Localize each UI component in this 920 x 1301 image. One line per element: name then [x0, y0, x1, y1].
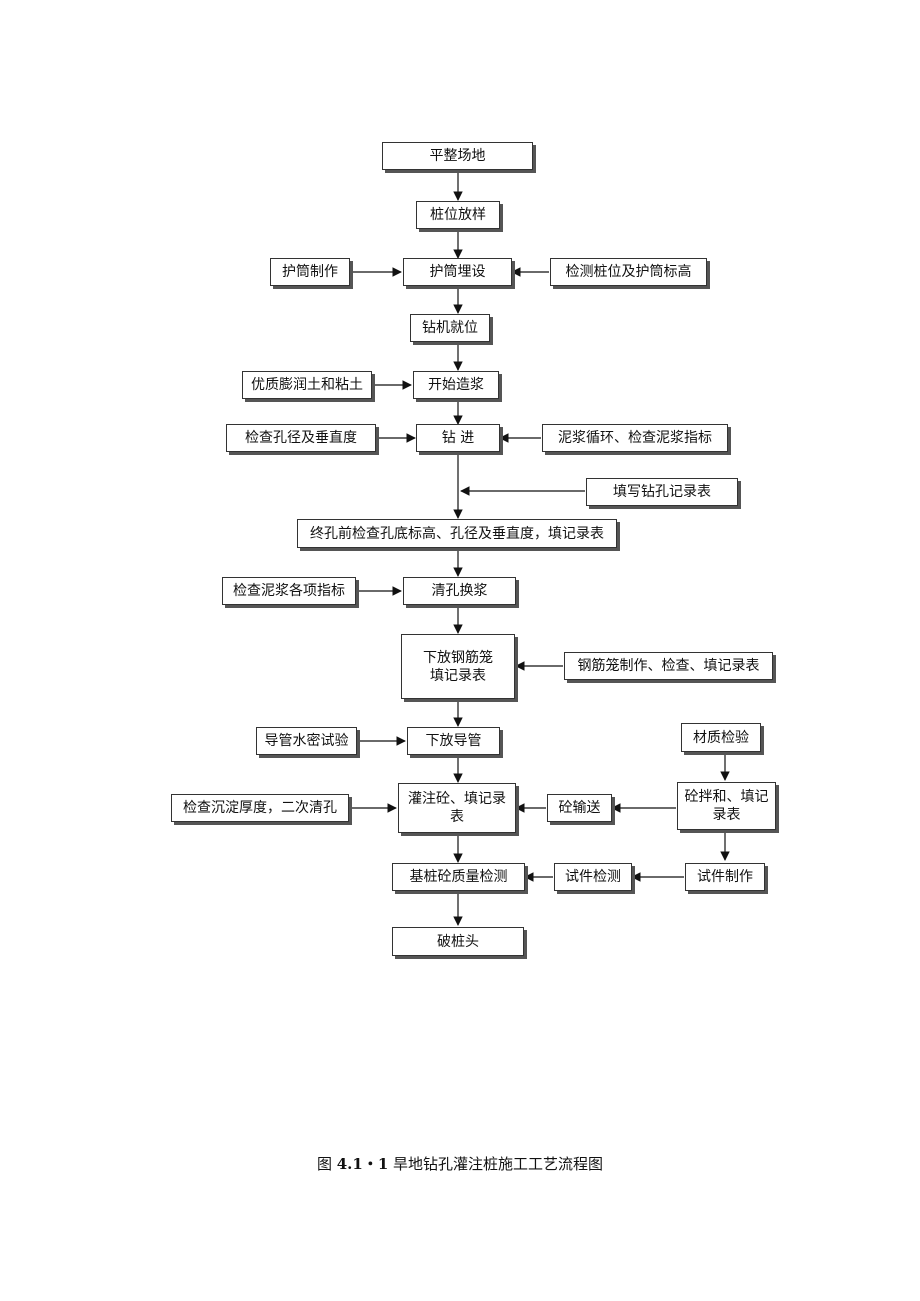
- node-specimen-making: 试件制作: [685, 863, 765, 891]
- node-fill-drill-record: 填写钻孔记录表: [586, 478, 738, 506]
- node-casing-making: 护筒制作: [270, 258, 350, 286]
- node-slurry-circulation: 泥浆循环、检查泥浆指标: [542, 424, 728, 452]
- node-casing-burying: 护筒埋设: [403, 258, 512, 286]
- node-site-leveling: 平整场地: [382, 142, 533, 170]
- node-cage-making: 钢筋笼制作、检查、填记录表: [564, 652, 773, 680]
- node-concrete-transport: 砼输送: [547, 794, 612, 822]
- node-start-slurry: 开始造浆: [413, 371, 499, 399]
- node-check-sediment: 检查沉淀厚度，二次清孔: [171, 794, 349, 822]
- node-tremie-test: 导管水密试验: [256, 727, 357, 755]
- node-check-position: 检测桩位及护筒标高: [550, 258, 707, 286]
- caption-number: 4.1・1: [336, 1155, 389, 1173]
- node-check-slurry-indices: 检查泥浆各项指标: [222, 577, 356, 605]
- node-rig-positioning: 钻机就位: [410, 314, 490, 342]
- node-specimen-test: 试件检测: [554, 863, 632, 891]
- figure-caption: 图 4.1・1 旱地钻孔灌注桩施工工艺流程图: [0, 1153, 920, 1174]
- node-lower-cage: 下放钢筋笼 填记录表: [401, 634, 515, 699]
- node-pile-head-breaking: 破桩头: [392, 927, 524, 956]
- node-hole-cleaning: 清孔换浆: [403, 577, 516, 605]
- node-material-inspection: 材质检验: [681, 723, 761, 752]
- node-pile-layout: 桩位放样: [416, 201, 500, 229]
- caption-prefix: 图: [316, 1155, 337, 1173]
- node-check-hole-dia: 检查孔径及垂直度: [226, 424, 376, 452]
- node-pile-quality-test: 基桩砼质量检测: [392, 863, 525, 891]
- node-bentonite: 优质膨润土和粘土: [242, 371, 372, 399]
- node-pour-concrete: 灌注砼、填记录 表: [398, 783, 516, 833]
- caption-title: 旱地钻孔灌注桩施工工艺流程图: [388, 1155, 604, 1173]
- node-concrete-mixing: 砼拌和、填记 录表: [677, 782, 776, 830]
- node-lower-tremie: 下放导管: [407, 727, 500, 755]
- node-drilling: 钻 进: [416, 424, 500, 452]
- node-final-hole-check: 终孔前检查孔底标高、孔径及垂直度，填记录表: [297, 519, 617, 548]
